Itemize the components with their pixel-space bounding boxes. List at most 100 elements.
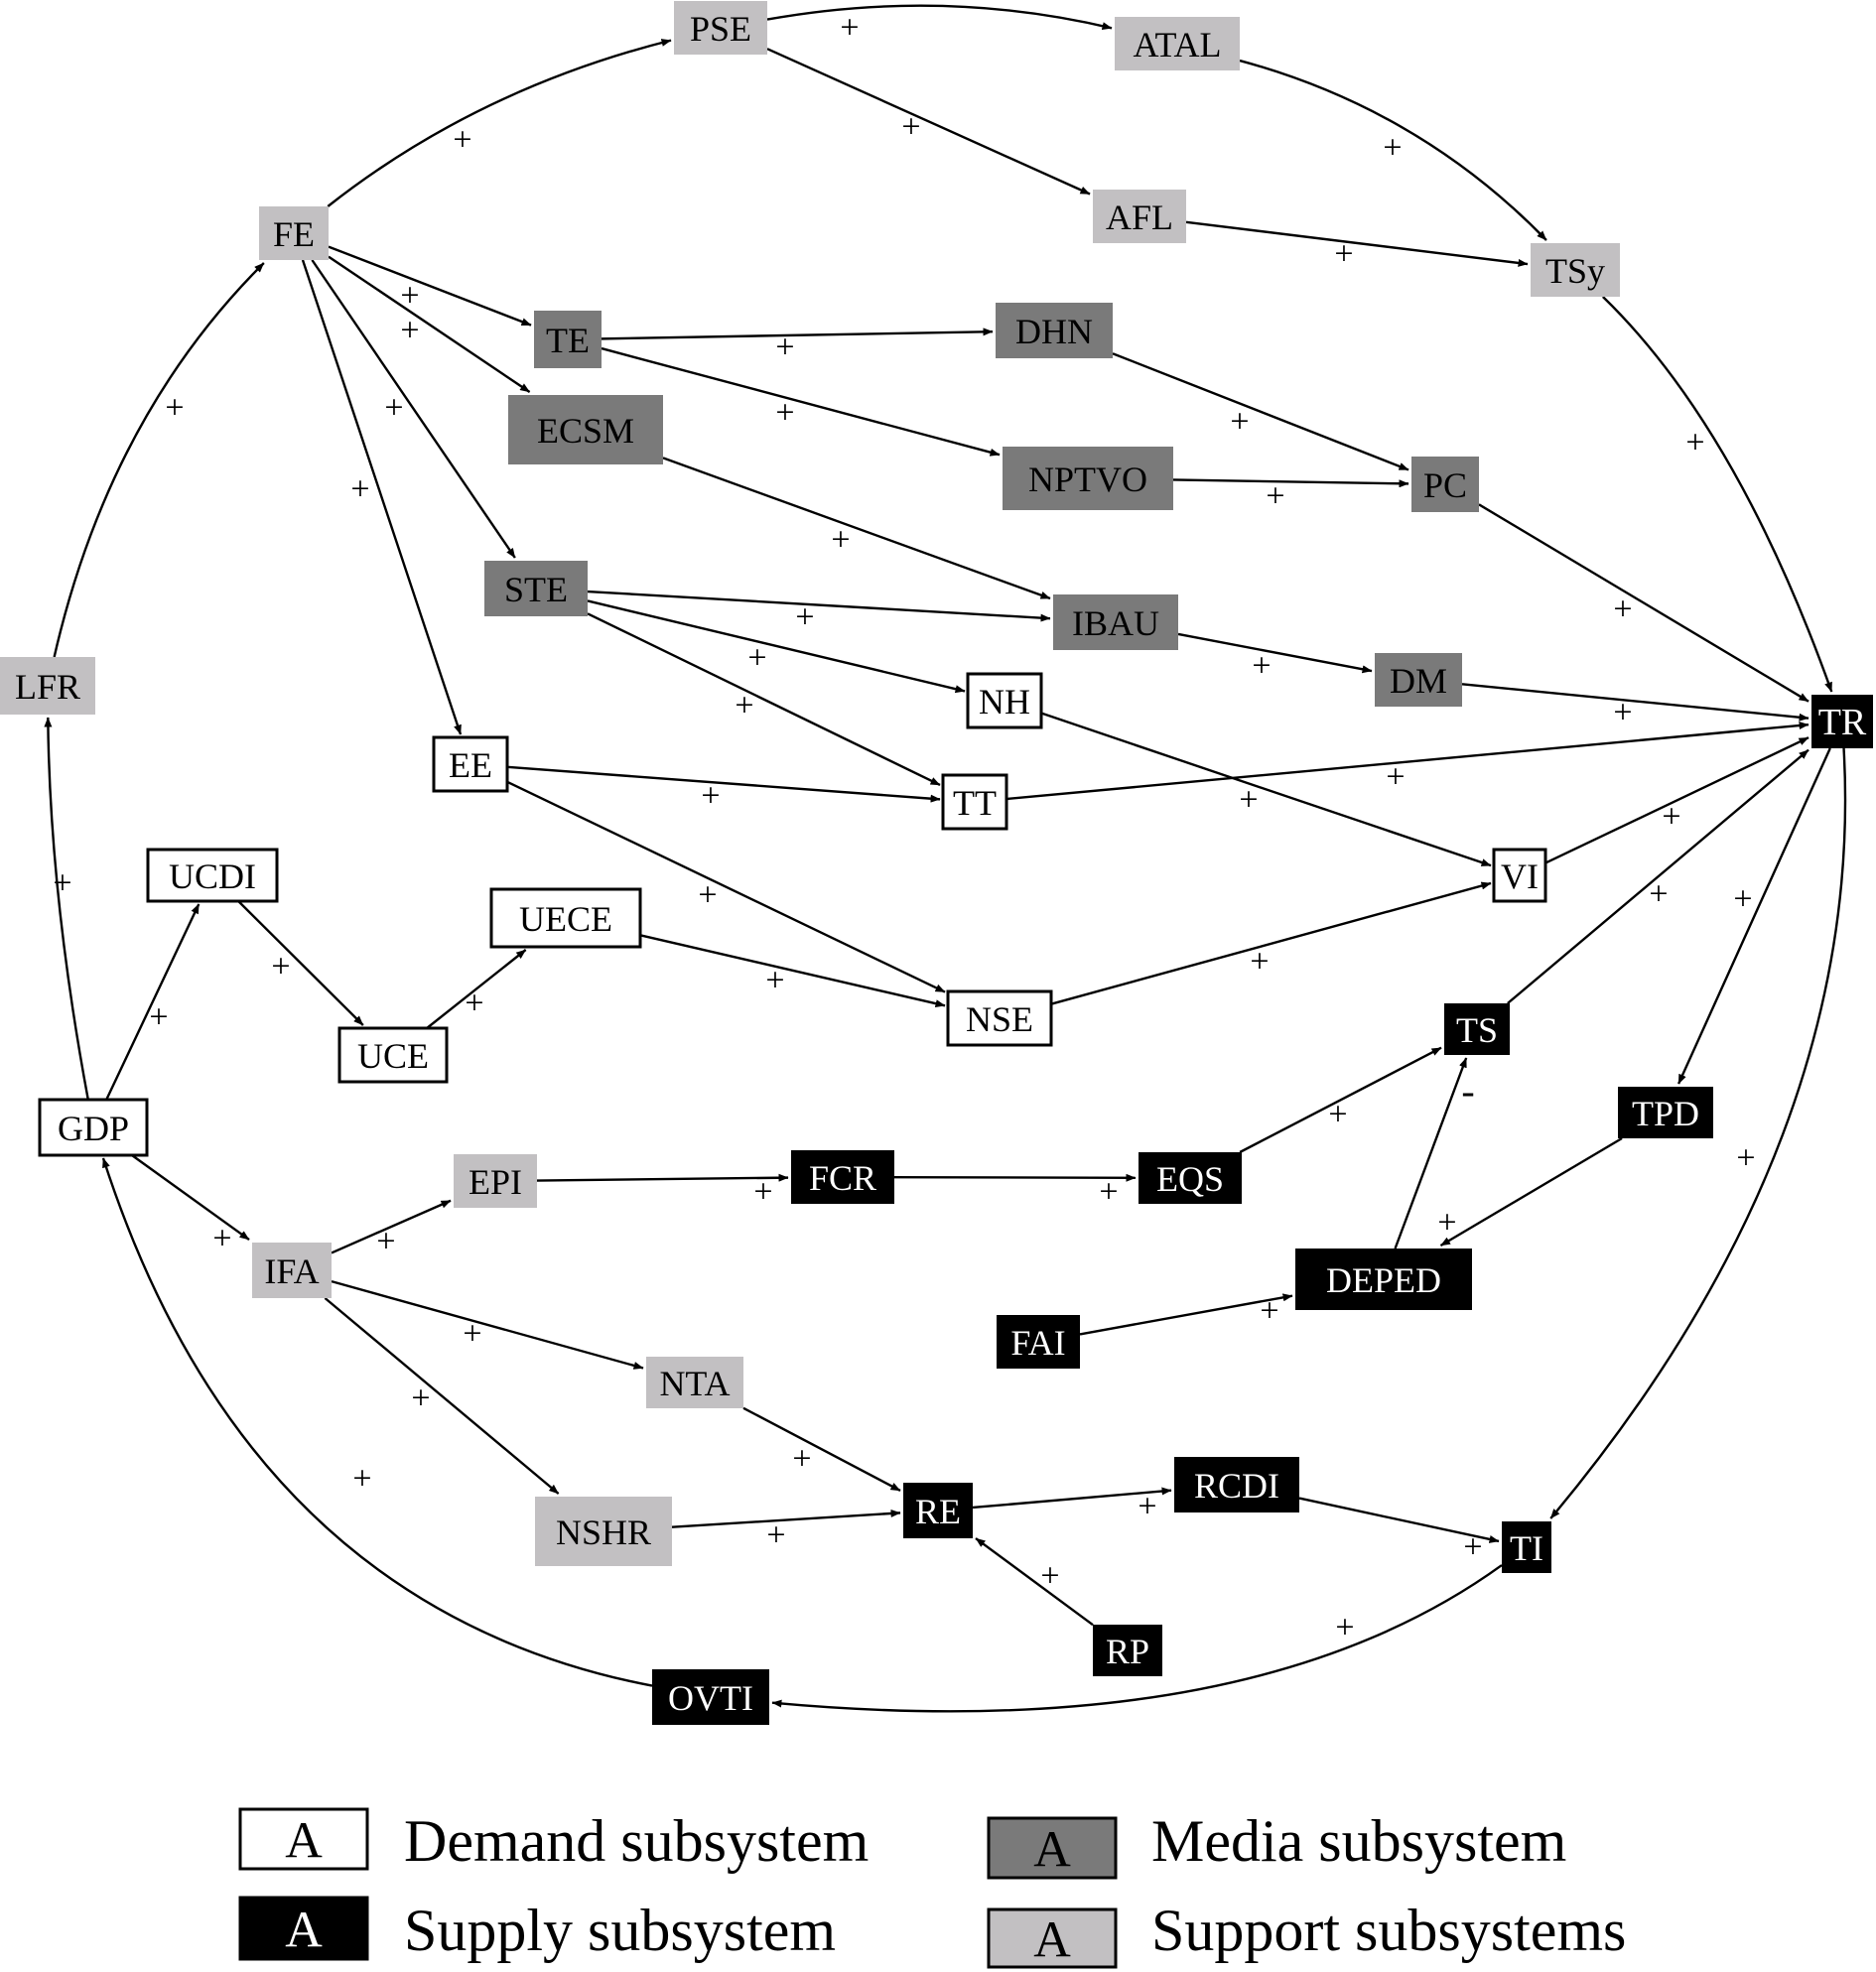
edge-sign: + xyxy=(1252,648,1271,685)
node-box xyxy=(1093,1625,1162,1676)
node-label: IFA xyxy=(264,1251,319,1291)
node-box xyxy=(1093,190,1186,243)
edge-sign: + xyxy=(1138,1489,1156,1525)
edge-pse-to-afl xyxy=(766,48,1091,196)
legend-swatch-letter: A xyxy=(285,1813,323,1870)
edge-gdp-to-lfr xyxy=(44,717,89,1101)
signs-layer: ++++++++++++++++++++++++++++++++++++++++… xyxy=(53,10,1755,1646)
node-ucdi: UCDI xyxy=(146,848,279,903)
node-label: NTA xyxy=(659,1364,730,1403)
node-nse: NSE xyxy=(946,989,1053,1047)
node-label: EPI xyxy=(469,1162,522,1202)
node-label: TS xyxy=(1456,1010,1498,1050)
edge-sign: + xyxy=(1685,425,1704,461)
edge-tr-to-ti xyxy=(1549,747,1847,1519)
node-box xyxy=(996,303,1113,358)
node-label: AFL xyxy=(1106,197,1173,237)
node-nh: NH xyxy=(966,672,1043,729)
legend-label: Demand subsystem xyxy=(404,1808,869,1874)
node-epi: EPI xyxy=(454,1154,537,1208)
legend-swatch xyxy=(238,1896,369,1961)
edge-sign: + xyxy=(1260,1293,1278,1330)
edge-sign: + xyxy=(701,778,720,815)
edge-sign: + xyxy=(465,986,483,1022)
node-box xyxy=(791,1150,894,1204)
edge-tpd-to-deped xyxy=(1439,1136,1623,1248)
edge-sign: + xyxy=(165,390,184,427)
edge-eqs-to-ts xyxy=(1239,1046,1442,1154)
node-label: ECSM xyxy=(537,411,634,451)
edge-sign: + xyxy=(384,390,403,427)
edge-uece-to-nse xyxy=(639,934,946,1008)
node-nptvo: NPTVO xyxy=(1003,447,1173,510)
edge-gdp-to-ucdi xyxy=(105,903,201,1101)
edges-layer xyxy=(44,4,1847,1713)
edge-sign: + xyxy=(53,865,71,902)
edge-ifa-to-nshr xyxy=(324,1297,560,1495)
node-box xyxy=(489,887,642,949)
node-box xyxy=(946,989,1053,1047)
edge-sign: + xyxy=(212,1221,231,1257)
node-label: UCDI xyxy=(169,856,256,896)
edge-sign: + xyxy=(1736,1140,1755,1177)
node-box xyxy=(1115,17,1240,70)
node-box xyxy=(1139,1152,1242,1204)
node-tr: TR xyxy=(1811,695,1873,748)
edge-fe-to-ee xyxy=(301,259,463,735)
edge-fe-to-pse xyxy=(327,39,672,207)
edge-sign: + xyxy=(411,1380,430,1417)
node-lfr: LFR xyxy=(0,657,95,715)
node-label: DEPED xyxy=(1326,1260,1441,1300)
node-label: RCDI xyxy=(1194,1466,1279,1506)
node-uece: UECE xyxy=(489,887,642,949)
edge-sign: + xyxy=(1230,404,1249,441)
edge-sign: + xyxy=(400,313,419,349)
edge-ucdi-to-uce xyxy=(237,900,364,1026)
node-atal: ATAL xyxy=(1115,17,1240,70)
edge-rp-to-re xyxy=(975,1537,1094,1627)
node-box xyxy=(1492,848,1547,903)
node-box xyxy=(997,1315,1080,1369)
node-box xyxy=(903,1483,973,1538)
node-label: DM xyxy=(1390,661,1447,701)
edge-sign: + xyxy=(1250,944,1269,981)
edge-sign: + xyxy=(792,1441,811,1478)
node-ecsm: ECSM xyxy=(508,395,663,464)
legend-swatch-letter: A xyxy=(285,1903,323,1959)
node-label: UECE xyxy=(519,899,612,939)
edge-sign: + xyxy=(753,1174,772,1211)
node-box xyxy=(674,1,767,55)
edge-sign: + xyxy=(747,640,766,677)
edge-sign: + xyxy=(1613,695,1632,731)
edge-sign: + xyxy=(775,395,794,432)
legend-item-demand: A Demand subsystem xyxy=(238,1807,869,1874)
node-label: ATAL xyxy=(1133,25,1221,65)
node-box xyxy=(1502,1521,1551,1573)
edge-sign: + xyxy=(463,1316,481,1353)
node-box xyxy=(534,311,602,368)
node-box xyxy=(0,657,95,715)
edge-ste-to-tt xyxy=(587,612,941,787)
edge-fe-to-ecsm xyxy=(328,255,531,393)
node-label: PSE xyxy=(690,9,751,49)
node-pc: PC xyxy=(1411,457,1479,512)
node-pse: PSE xyxy=(674,1,767,55)
edge-sign: + xyxy=(453,122,471,159)
node-label: NSE xyxy=(966,999,1033,1039)
node-box xyxy=(941,773,1008,831)
node-box xyxy=(508,395,663,464)
node-label: DHN xyxy=(1015,312,1093,351)
edge-sign: + xyxy=(1733,881,1752,918)
node-label: LFR xyxy=(15,667,80,707)
node-rp: RP xyxy=(1093,1625,1162,1676)
edge-sign: + xyxy=(376,1224,395,1260)
edge-sign: + xyxy=(1437,1205,1456,1242)
node-box xyxy=(1411,457,1479,512)
node-box xyxy=(646,1357,743,1408)
edge-sign: + xyxy=(698,877,717,914)
edge-sign: + xyxy=(1266,478,1284,515)
